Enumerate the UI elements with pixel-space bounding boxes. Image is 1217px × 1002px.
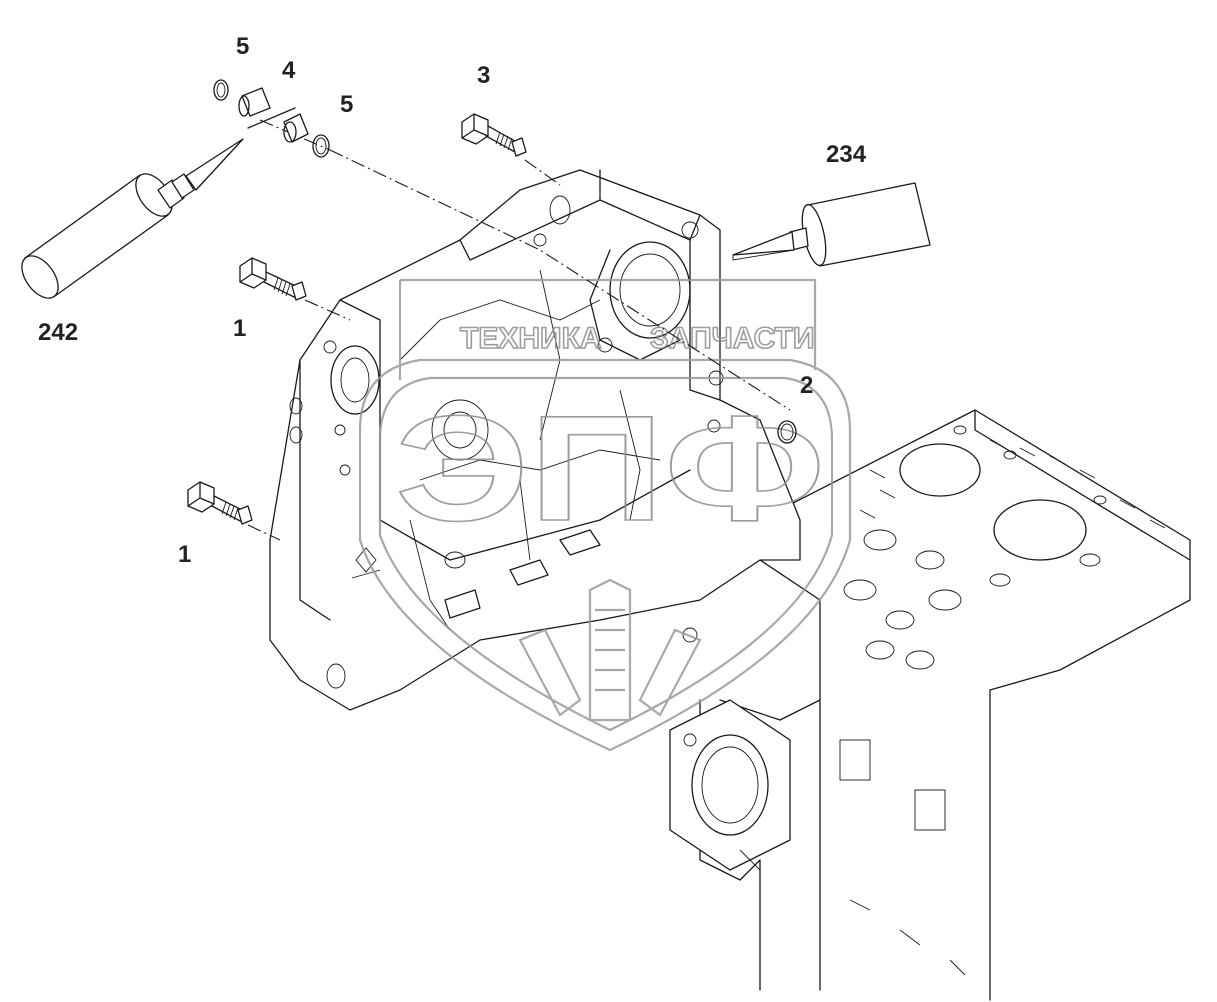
engine-block [669, 409, 1191, 1001]
watermark: ТЕХНИКА ЗАПЧАСТИ ЭПФ [358, 278, 852, 752]
callout-5-top: 5 [236, 33, 249, 60]
callout-242: 242 [38, 319, 78, 346]
watermark-top-text-left: ТЕХНИКА [460, 322, 602, 355]
alignment-lines [247, 119, 791, 541]
plug-part-4 [213, 79, 330, 158]
sealant-tube-242 [21, 138, 244, 299]
bolt-part-1-lower [187, 481, 253, 525]
timing-cover [269, 169, 801, 747]
o-ring-part-2 [777, 420, 797, 444]
callout-5-right: 5 [340, 91, 353, 118]
callout-3: 3 [477, 62, 490, 89]
callout-1-lower: 1 [178, 541, 191, 568]
callout-234: 234 [826, 141, 867, 168]
watermark-top-text-right: ЗАПЧАСТИ [650, 322, 814, 355]
callout-1-upper: 1 [233, 315, 246, 342]
bolt-part-3 [461, 113, 527, 157]
callout-2: 2 [800, 372, 813, 399]
sealant-tube-234 [732, 182, 931, 267]
callout-4: 4 [282, 57, 296, 84]
bolt-part-1-upper [239, 257, 307, 301]
watermark-monogram: ЭПФ [395, 384, 825, 552]
